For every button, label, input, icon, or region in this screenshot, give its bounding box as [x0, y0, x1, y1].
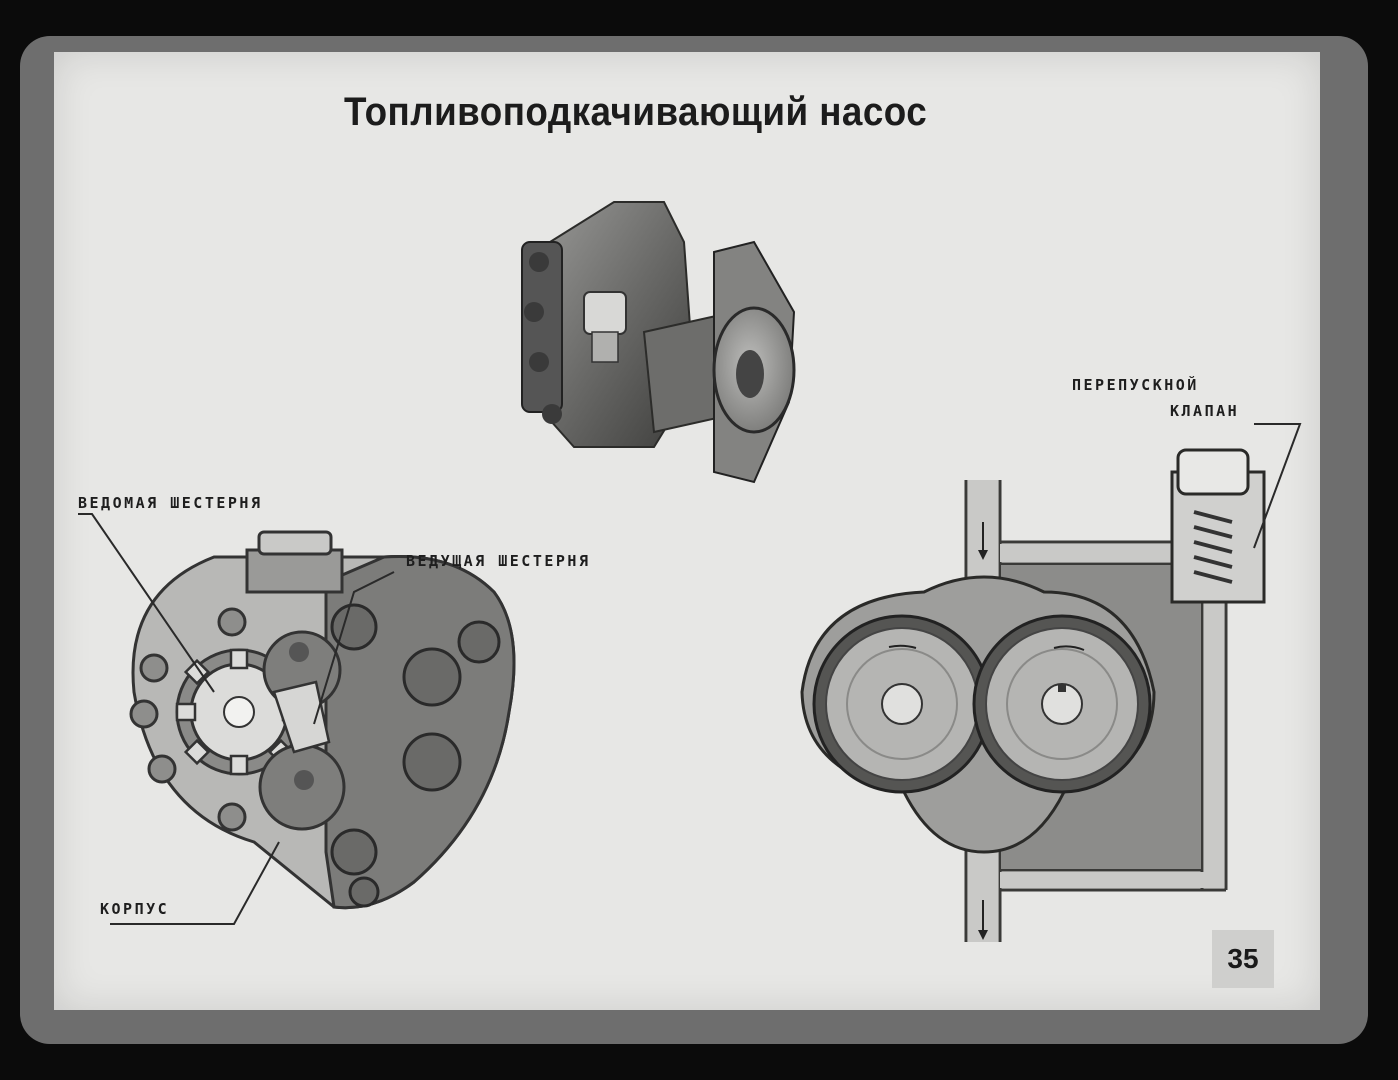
label-drive-gear: ВЕДУЩАЯ ШЕСТЕРНЯ	[406, 552, 591, 570]
gear-pump-cutaway-diagram	[78, 513, 516, 925]
label-bypass-valve-line2: КЛАПАН	[1170, 402, 1240, 420]
slide-canvas: Топливоподкачивающий насос	[54, 52, 1320, 1010]
drive-gear-drawing	[258, 630, 346, 831]
pump-photo	[521, 201, 796, 484]
pump-schematic-diagram	[800, 423, 1302, 942]
label-bypass-valve-line1: ПЕРЕПУСКНОЙ	[1072, 376, 1199, 394]
label-driven-gear: ВЕДОМАЯ ШЕСТЕРНЯ	[78, 494, 263, 512]
label-housing: КОРПУС	[100, 900, 170, 918]
page-number: 35	[1212, 930, 1274, 988]
bypass-valve-drawing	[1170, 448, 1266, 604]
slide-title: Топливоподкачивающий насос	[344, 90, 928, 134]
schematic-gears	[812, 614, 1152, 794]
